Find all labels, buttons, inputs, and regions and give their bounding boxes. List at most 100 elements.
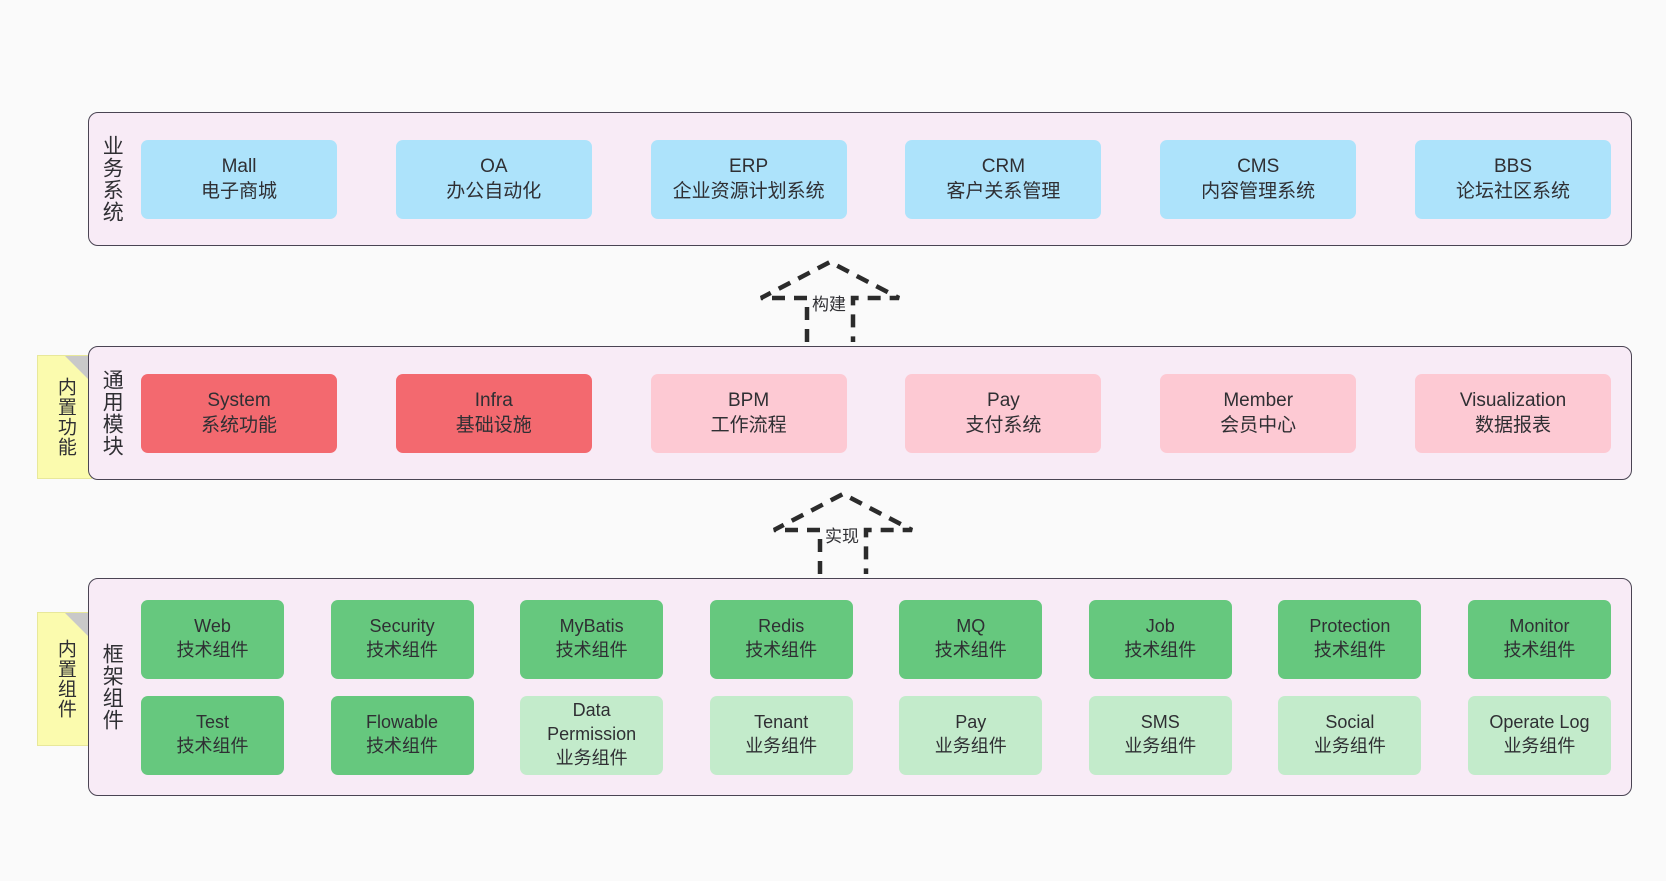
card-subtitle: 基础设施: [455, 415, 532, 436]
card-tenant[interactable]: Tenant 业务组件: [709, 695, 853, 775]
card-system[interactable]: System 系统功能: [141, 373, 337, 453]
card-title: ERP: [729, 155, 769, 177]
card-row: Test 技术组件 Flowable 技术组件 Data Permission …: [141, 695, 1611, 775]
layer-business-system: 业务系统 Mall 电子商城 OA 办公自动化 ERP 企业资源计划系统 CRM…: [88, 112, 1632, 246]
card-crm[interactable]: CRM 客户关系管理: [905, 139, 1102, 219]
card-subtitle: 客户关系管理: [946, 181, 1061, 202]
card-job[interactable]: Job 技术组件: [1088, 599, 1232, 679]
card-row: Web 技术组件 Security 技术组件 MyBatis 技术组件 Redi…: [141, 599, 1611, 679]
card-social[interactable]: Social 业务组件: [1278, 695, 1422, 775]
card-bpm[interactable]: BPM 工作流程: [650, 373, 847, 453]
card-title: Job: [1145, 616, 1175, 637]
card-subtitle: 业务组件: [934, 736, 1007, 756]
card-title: BPM: [728, 389, 770, 411]
sticky-note-builtin-components: 内置组件: [37, 612, 92, 746]
card-title: Operate Log: [1489, 712, 1590, 733]
card-subtitle: 企业资源计划系统: [672, 181, 825, 202]
card-subtitle: 技术组件: [1124, 640, 1197, 660]
card-subtitle: 工作流程: [710, 415, 787, 436]
card-subtitle: 电子商城: [200, 181, 277, 202]
card-subtitle: 系统功能: [200, 415, 277, 436]
card-title: Pay: [955, 712, 987, 733]
card-subtitle: 业务组件: [555, 747, 628, 768]
card-subtitle: 数据报表: [1474, 415, 1551, 436]
card-subtitle: 技术组件: [366, 640, 439, 660]
card-title: Flowable: [366, 712, 439, 733]
card-pay[interactable]: Pay 支付系统: [905, 373, 1102, 453]
layer-title-business: 业务系统: [100, 135, 124, 223]
card-subtitle: 技术组件: [176, 640, 249, 660]
card-title: Member: [1223, 389, 1294, 411]
card-row: System 系统功能 Infra 基础设施 BPM 工作流程 Pay 支付系统…: [141, 373, 1611, 453]
card-title: CRM: [981, 155, 1026, 177]
card-subtitle: 技术组件: [745, 640, 818, 660]
card-title: BBS: [1493, 155, 1532, 177]
card-title: Social: [1325, 712, 1375, 733]
card-subtitle: 业务组件: [745, 736, 818, 756]
card-oa[interactable]: OA 办公自动化: [395, 139, 592, 219]
card-sms[interactable]: SMS 业务组件: [1088, 695, 1232, 775]
arrow-implement: 实现: [770, 490, 916, 576]
card-title: Redis: [758, 616, 805, 637]
card-title: Data Permission: [547, 700, 637, 745]
card-web[interactable]: Web 技术组件: [141, 599, 284, 679]
card-row: Mall 电子商城 OA 办公自动化 ERP 企业资源计划系统 CRM 客户关系…: [141, 139, 1611, 219]
card-title: Infra: [474, 389, 513, 411]
card-title: System: [207, 389, 271, 411]
card-erp[interactable]: ERP 企业资源计划系统: [650, 139, 847, 219]
layer-common-module: 通用模块 System 系统功能 Infra 基础设施 BPM 工作流程 Pay…: [88, 346, 1632, 480]
card-infra[interactable]: Infra 基础设施: [395, 373, 592, 453]
card-title: MQ: [956, 616, 986, 637]
layer-body-module: System 系统功能 Infra 基础设施 BPM 工作流程 Pay 支付系统…: [133, 347, 1631, 479]
card-operate-log[interactable]: Operate Log 业务组件: [1467, 695, 1611, 775]
card-subtitle: 业务组件: [1124, 736, 1197, 756]
card-subtitle: 技术组件: [934, 640, 1007, 660]
card-title: Pay: [987, 389, 1020, 411]
card-pay-business[interactable]: Pay 业务组件: [899, 695, 1043, 775]
card-title: CMS: [1237, 155, 1280, 177]
card-subtitle: 内容管理系统: [1201, 181, 1316, 202]
card-mall[interactable]: Mall 电子商城: [141, 139, 337, 219]
card-flowable[interactable]: Flowable 技术组件: [330, 695, 474, 775]
card-subtitle: 技术组件: [1503, 640, 1576, 660]
card-subtitle: 论坛社区系统: [1455, 181, 1570, 202]
card-title: Monitor: [1509, 616, 1570, 637]
card-title: MyBatis: [559, 616, 624, 637]
card-title: Test: [195, 712, 229, 733]
layer-framework-component: 框架组件 Web 技术组件 Security 技术组件 MyBatis 技术组件…: [88, 578, 1632, 796]
card-subtitle: 办公自动化: [446, 181, 542, 202]
card-subtitle: 技术组件: [1313, 640, 1386, 660]
sticky-note-builtin-features: 内置功能: [37, 355, 92, 479]
card-subtitle: 技术组件: [555, 640, 628, 660]
sticky-note-label: 内置功能: [54, 377, 76, 457]
arrow-build: 构建: [757, 258, 903, 344]
card-title: Tenant: [754, 712, 809, 733]
card-title: OA: [480, 155, 508, 177]
layer-title-framework: 框架组件: [100, 643, 124, 731]
card-mq[interactable]: MQ 技术组件: [899, 599, 1043, 679]
card-subtitle: 技术组件: [366, 736, 439, 756]
card-bbs[interactable]: BBS 论坛社区系统: [1414, 139, 1611, 219]
card-redis[interactable]: Redis 技术组件: [709, 599, 853, 679]
card-title: Web: [194, 616, 231, 637]
card-cms[interactable]: CMS 内容管理系统: [1160, 139, 1357, 219]
layer-title-module: 通用模块: [100, 369, 124, 457]
card-security[interactable]: Security 技术组件: [330, 599, 474, 679]
card-mybatis[interactable]: MyBatis 技术组件: [520, 599, 664, 679]
card-title: Protection: [1309, 616, 1391, 637]
card-data-permission[interactable]: Data Permission 业务组件: [520, 695, 664, 775]
card-test[interactable]: Test 技术组件: [141, 695, 284, 775]
card-title: SMS: [1140, 712, 1180, 733]
card-title: Visualization: [1459, 389, 1567, 411]
card-subtitle: 业务组件: [1313, 736, 1386, 756]
card-member[interactable]: Member 会员中心: [1160, 373, 1357, 453]
card-visualization[interactable]: Visualization 数据报表: [1414, 373, 1611, 453]
card-title: Mall: [221, 155, 257, 177]
arrow-build-label: 构建: [812, 295, 846, 314]
card-subtitle: 技术组件: [176, 736, 249, 756]
card-monitor[interactable]: Monitor 技术组件: [1467, 599, 1611, 679]
card-title: Security: [369, 616, 435, 637]
card-protection[interactable]: Protection 技术组件: [1278, 599, 1422, 679]
layer-body-framework: Web 技术组件 Security 技术组件 MyBatis 技术组件 Redi…: [133, 579, 1631, 795]
